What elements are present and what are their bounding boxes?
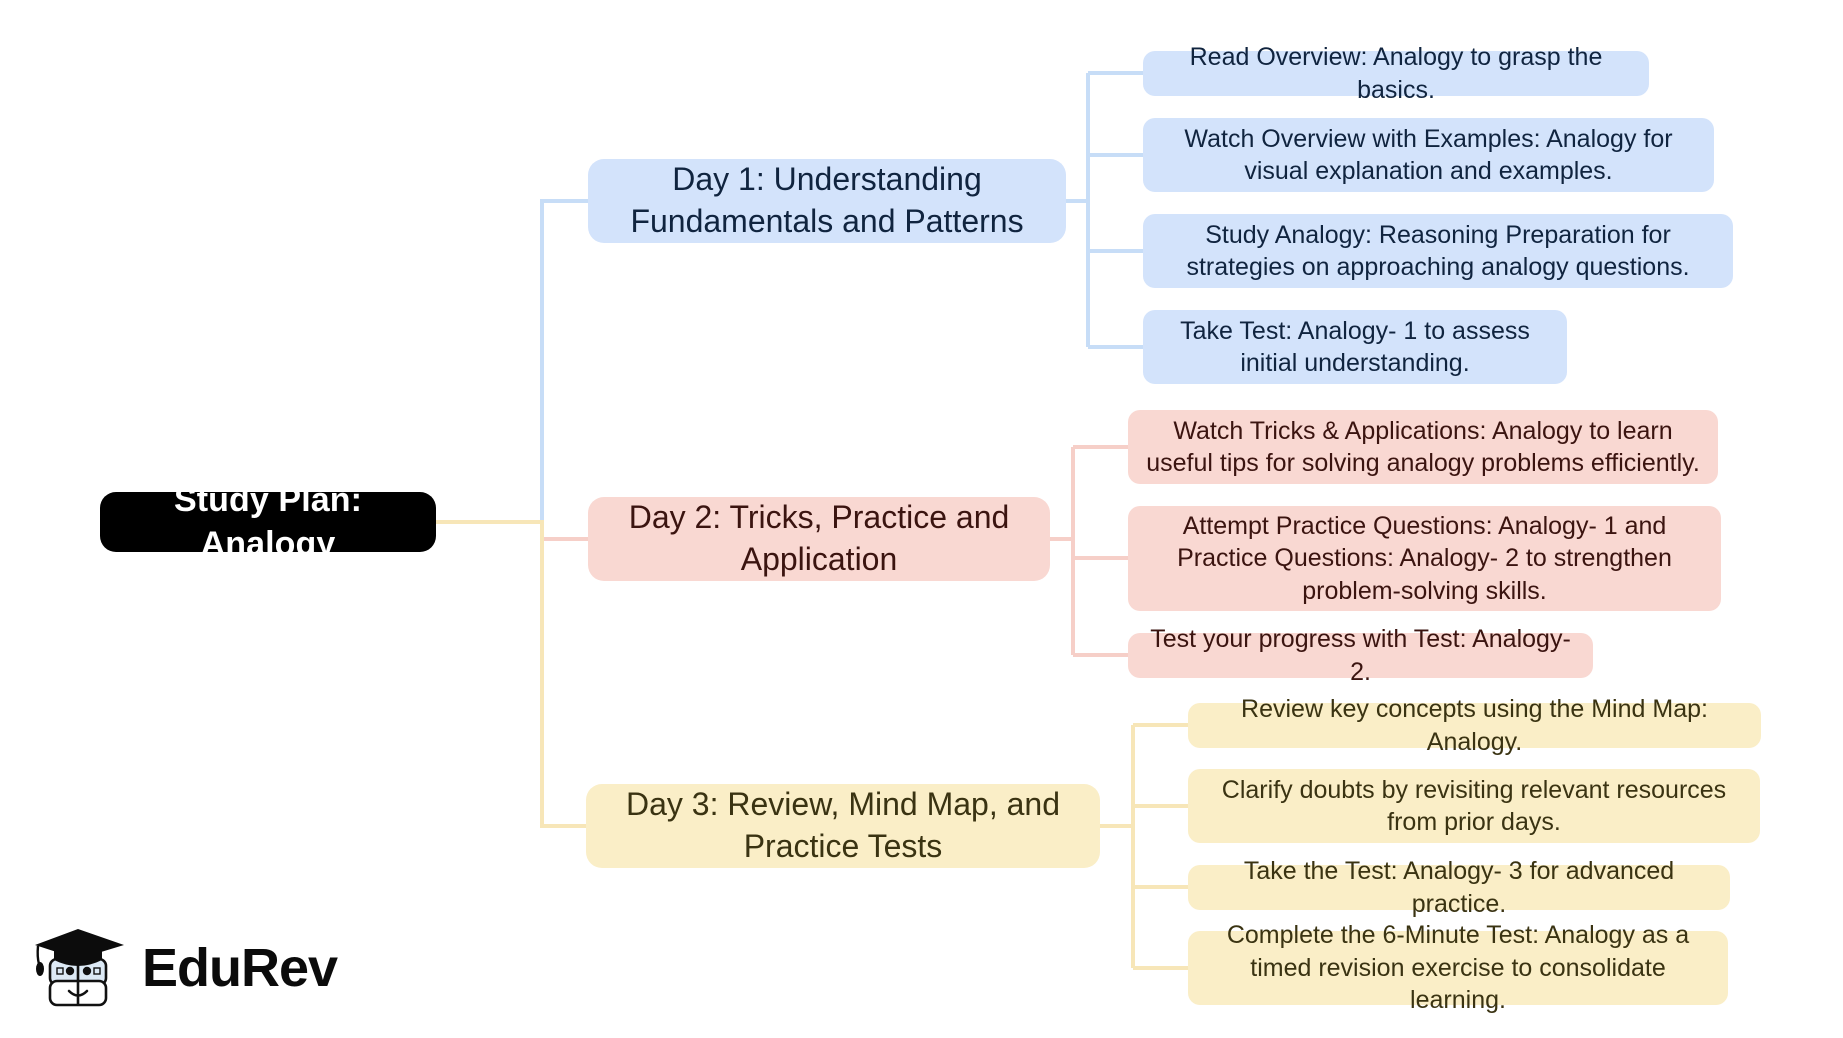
branch-node-day-2[interactable]: Day 2: Tricks, Practice and Application (588, 497, 1050, 581)
leaf-node-day3-six-minute-test[interactable]: Complete the 6-Minute Test: Analogy as a… (1188, 921, 1728, 1014)
edurev-logo: EduRev (32, 925, 338, 1011)
leaf-node-day3-clarify-doubts[interactable]: Clarify doubts by revisiting relevant re… (1188, 769, 1760, 843)
leaf-node-day1-study-analogy[interactable]: Study Analogy: Reasoning Preparation for… (1143, 214, 1733, 288)
leaf-node-day1-watch-overview[interactable]: Watch Overview with Examples: Analogy fo… (1143, 118, 1714, 192)
branch-node-day-1[interactable]: Day 1: Understanding Fundamentals and Pa… (588, 159, 1066, 243)
leaf-node-day1-take-test[interactable]: Take Test: Analogy- 1 to assess initial … (1143, 310, 1567, 384)
branch-node-day-3[interactable]: Day 3: Review, Mind Map, and Practice Te… (586, 784, 1100, 868)
graduation-cap-mascot-icon (35, 929, 124, 1007)
leaf-node-day2-watch-tricks[interactable]: Watch Tricks & Applications: Analogy to … (1128, 410, 1718, 484)
leaf-node-day2-practice-questions[interactable]: Attempt Practice Questions: Analogy- 1 a… (1128, 506, 1721, 611)
leaf-node-day3-review-mindmap[interactable]: Review key concepts using the Mind Map: … (1188, 695, 1761, 756)
root-node-study-plan[interactable]: Study Plan: Analogy (100, 481, 436, 563)
leaf-node-day3-take-test[interactable]: Take the Test: Analogy- 3 for advanced p… (1188, 857, 1730, 918)
edurev-logo-text: EduRev (142, 938, 338, 998)
leaf-node-day2-test-progress[interactable]: Test your progress with Test: Analogy- 2… (1128, 625, 1593, 686)
leaf-node-day1-read-overview[interactable]: Read Overview: Analogy to grasp the basi… (1143, 43, 1649, 104)
